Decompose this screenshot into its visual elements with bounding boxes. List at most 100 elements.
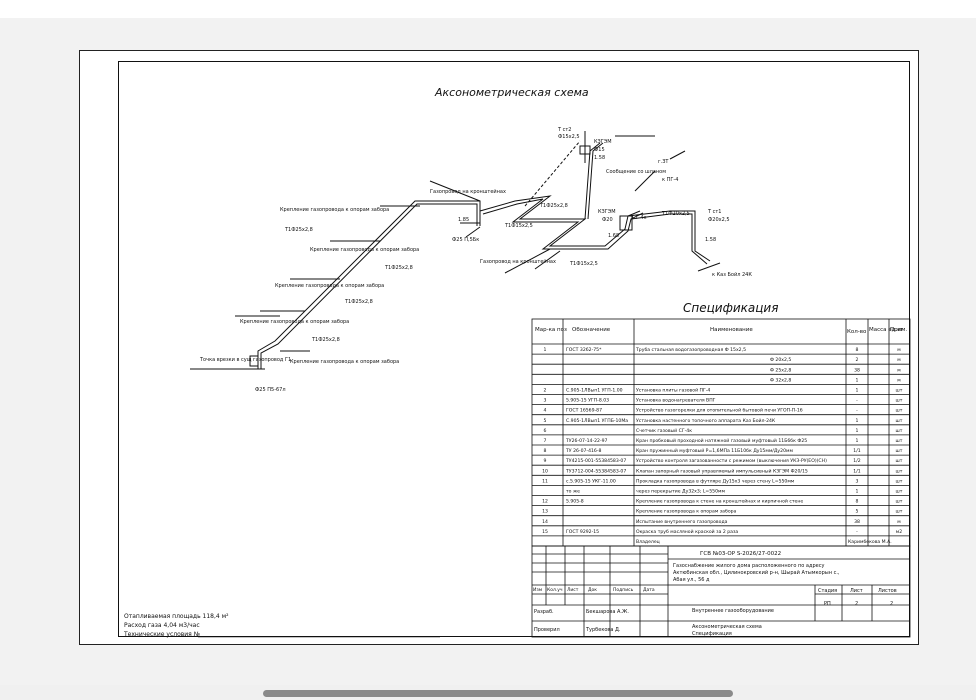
spec-cell-pos: 2 (544, 387, 547, 393)
stamp-prover-name: Турбекова Д. (585, 627, 621, 633)
label-dim-168: 1.68 (608, 233, 619, 239)
spec-cell-name: Счетчик газовый СГ-4к (636, 427, 692, 434)
label-dim-t4: Т1Ф25х2,8 (344, 299, 373, 305)
spec-cell-pos: 10 (542, 468, 548, 474)
spec-cell-pos: 1 (544, 347, 547, 353)
top-bar (0, 0, 976, 18)
label-zapr-t: г.ЗТ (658, 159, 669, 165)
label-t1f20: Т1Ф20х2,5 (661, 211, 690, 217)
stamp-prover-label: Проверил (534, 627, 560, 633)
spec-cell-name: Кран пружинный муфтовый Р=1,6МПа 11Б10бк… (636, 447, 793, 454)
label-dim-t3: Т1Ф25х2,8 (384, 265, 413, 271)
spec-owner-label: Владелец (636, 539, 660, 545)
spec-cell-note: шт (896, 429, 903, 434)
spec-cell-name: Испытание внутреннего газопровода (636, 519, 728, 525)
stamp-list-label: Лист (850, 588, 863, 594)
spec-cell-note: шт (896, 449, 903, 454)
spec-cell-name: Ф 32х2,8 (770, 377, 791, 383)
drawing-frame (118, 61, 910, 637)
spec-owner-name: Каримбекова М.А. (848, 539, 892, 545)
label-krep4: Крепление газопровода к опорам забора (240, 319, 349, 325)
spec-cell-note: шт (896, 388, 903, 393)
spec-cell-note: м (897, 348, 901, 353)
label-chimney: Сообщение со шланом (606, 169, 666, 175)
stamp-sheet-title-1: Аксонометрическая схема (692, 624, 762, 630)
spec-cell-name: Крепление газопровода к стене на кронште… (636, 498, 803, 505)
stamp-col-list: Лист (567, 587, 579, 593)
label-gas-kronsht-bottom: Газопровод на кронштейнах (480, 258, 556, 265)
stamp-col-date: Дата (643, 587, 655, 593)
spec-cell-name: Крепление газопровода к опорам забора (636, 509, 737, 515)
spec-cell-qty: - (856, 399, 858, 404)
spec-cell-designation: 5.905-8 (566, 499, 584, 505)
spec-cell-qty: 2 (856, 357, 859, 363)
spec-cell-designation: с.5.905-15 УКГ-11.00 (566, 478, 616, 484)
spec-cell-designation: ТУ3712-004-55384583-07 (565, 468, 626, 474)
spec-cell-designation: то же (566, 489, 580, 494)
label-dim-t5: Т1Ф25х2,8 (311, 337, 340, 343)
spec-cell-pos: 14 (542, 519, 548, 525)
spec-cell-note: шт (896, 409, 903, 414)
label-d25-top: Ф25 П,5Бк (452, 237, 479, 243)
stamp-desc-1: Газоснабжение жилого дома расположенного… (673, 563, 824, 569)
gas-pipeline (190, 131, 721, 370)
spec-cell-qty: 1 (856, 387, 859, 393)
spec-cell-note: шт (896, 500, 903, 505)
label-dim-t2: Т1Ф25х2,8 (284, 227, 313, 233)
spec-header-qty: Кол-во (847, 329, 867, 335)
spec-cell-name: Окраска труб масляной краской за 2 раза (636, 528, 738, 535)
label-dim-158-right: 1.58 (705, 237, 716, 243)
spec-cell-qty: 1 (856, 377, 859, 383)
stamp-code: ГСВ №03-ОР S-2026/27-0022 (700, 551, 781, 557)
spec-cell-qty: 8 (856, 347, 859, 353)
spec-cell-name: Устройство газогорелки для отопительной … (636, 407, 803, 414)
spec-cell-name: Установка плиты газовой ПГ-4 (636, 386, 710, 393)
spec-cell-pos: 4 (544, 408, 547, 414)
spec-cell-pos: 8 (544, 448, 547, 454)
label-d25-bottom: Ф25 П5-67л (255, 387, 286, 393)
drawing-canvas: Аксонометрическая схема (123, 86, 911, 638)
spec-cell-note: м (897, 358, 901, 363)
spec-header-name: Наименование (710, 327, 753, 333)
spec-cell-qty: 1/1 (853, 448, 860, 454)
spec-cell-designation: ГОСТ 16569-87 (566, 408, 602, 414)
spec-cell-pos: 7 (544, 438, 547, 444)
spec-cell-qty: - (856, 409, 858, 414)
spec-cell-note: шт (896, 459, 903, 464)
spec-cell-qty: 38 (854, 519, 860, 525)
label-t-st1: Т ст1 (707, 209, 722, 215)
label-dim-t1: Т1Ф25х2,8 (539, 203, 568, 209)
stamp-col-kolvo: Кол.уч (547, 587, 563, 593)
label-t-st1-dim: Ф20х2,5 (708, 217, 730, 223)
spec-header-mass: Масса ед.кг (869, 327, 904, 333)
horizontal-scrollbar[interactable] (263, 690, 733, 697)
note-area: Отапливаемая площадь 118,4 м² (124, 613, 229, 620)
label-krep1: Крепление газопровода к опорам забора (280, 207, 389, 213)
spec-cell-note: шт (896, 399, 903, 404)
spec-cell-designation: ГОСТ 3262-75* (566, 347, 602, 353)
spec-cell-qty: 5 (856, 509, 859, 515)
label-dim-t6: Т1Ф15х2,5 (504, 223, 533, 229)
stamp-razrab-label: Разраб. (534, 609, 554, 615)
stamp-col-sign: Подпись (613, 587, 634, 593)
spec-cell-qty: 3 (856, 478, 859, 484)
stamp-section: Внутреннее газооборудование (692, 608, 774, 614)
spec-cell-pos: 13 (542, 509, 548, 515)
stamp-stadia: РП (824, 601, 831, 607)
spec-cell-name: Кран пробковый проходной натяжной газовы… (636, 437, 807, 444)
label-sg4: СГ-4к (632, 215, 647, 221)
label-pg4: к ПГ-4 (662, 177, 678, 183)
spec-cell-pos: 11 (542, 478, 548, 484)
spec-cell-note: шт (896, 439, 903, 444)
stamp-razrab-name: Бекшарова А.Ж. (586, 609, 629, 615)
spec-cell-qty: 1 (856, 418, 859, 424)
label-t-st2: Т ст2 (557, 127, 572, 133)
label-f15-top: Ф15 (594, 147, 605, 153)
spec-header-designation: Обозначение (572, 327, 611, 333)
spec-cell-note: шт (896, 489, 903, 494)
spec-cell-designation: ТУ 26-07-416-8 (565, 448, 601, 454)
label-tochka: Точка врезки в сущ газопровод Г1 (199, 357, 291, 363)
spec-cell-pos: 15 (542, 529, 548, 535)
spec-cell-qty: 1 (856, 488, 859, 494)
spec-cell-designation: С.905-1ЛВып1 УГП-1.00 (566, 387, 623, 393)
